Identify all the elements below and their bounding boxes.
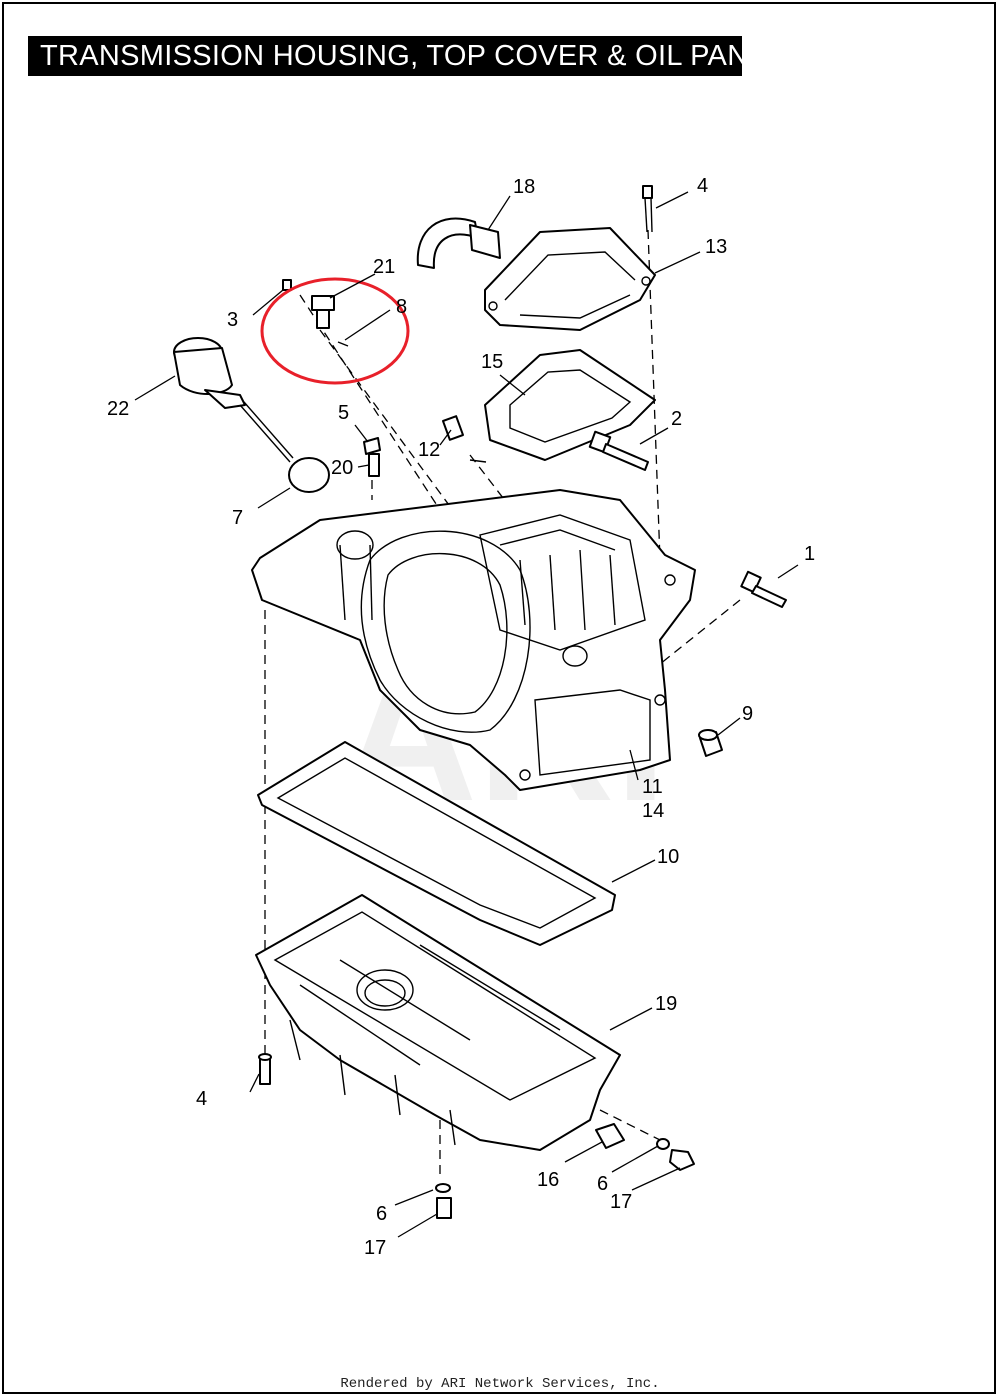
callout-3: 3 bbox=[227, 309, 238, 331]
highlight-circle bbox=[260, 277, 410, 385]
footer-credit: Rendered by ARI Network Services, Inc. bbox=[340, 1376, 660, 1392]
part-screw-top bbox=[642, 185, 653, 233]
callout-labels: 1 2 3 4 4 5 6 6 7 8 9 10 11 12 13 14 15 … bbox=[107, 175, 815, 1259]
part-drain-plug-right bbox=[656, 1138, 695, 1171]
callout-14: 14 bbox=[642, 800, 664, 822]
callout-4-top: 4 bbox=[697, 175, 708, 197]
page-title: TRANSMISSION HOUSING, TOP COVER & OIL PA… bbox=[28, 36, 748, 76]
part-vent-assembly bbox=[282, 279, 349, 347]
part-plug-16 bbox=[595, 1123, 625, 1149]
callout-20: 20 bbox=[331, 457, 353, 479]
part-fitting-5-20 bbox=[363, 437, 381, 477]
callout-11: 11 bbox=[642, 776, 663, 798]
part-sensor-12 bbox=[442, 415, 487, 463]
callout-7: 7 bbox=[232, 507, 243, 529]
callout-4-bottom: 4 bbox=[196, 1088, 207, 1110]
callout-8: 8 bbox=[396, 296, 407, 318]
callout-10: 10 bbox=[657, 846, 679, 868]
part-top-cover bbox=[484, 227, 656, 331]
part-bolt-1 bbox=[740, 570, 787, 608]
callout-16: 16 bbox=[537, 1169, 559, 1191]
callout-6-bottom: 6 bbox=[376, 1203, 387, 1225]
part-bolt-2 bbox=[588, 430, 649, 471]
callout-19: 19 bbox=[655, 993, 677, 1015]
part-drain-plug-bottom bbox=[435, 1183, 452, 1219]
part-o-ring bbox=[288, 457, 330, 493]
callout-6-right: 6 bbox=[597, 1173, 608, 1195]
part-dipstick bbox=[173, 337, 294, 463]
callout-21: 21 bbox=[373, 256, 395, 278]
callout-2: 2 bbox=[671, 408, 682, 430]
callout-9: 9 bbox=[742, 703, 753, 725]
part-dowel bbox=[698, 729, 723, 757]
part-breather-hose bbox=[416, 217, 501, 269]
callout-15: 15 bbox=[481, 351, 503, 373]
callout-18: 18 bbox=[513, 176, 535, 198]
callout-5: 5 bbox=[338, 402, 349, 424]
part-oil-pan bbox=[255, 894, 621, 1151]
callout-22: 22 bbox=[107, 398, 129, 420]
callout-13: 13 bbox=[705, 236, 727, 258]
leader-lines bbox=[134, 191, 799, 1238]
part-screw-bottom bbox=[258, 1053, 272, 1085]
callout-17-right: 17 bbox=[610, 1191, 632, 1213]
callout-12: 12 bbox=[418, 439, 440, 461]
callout-17-bottom: 17 bbox=[364, 1237, 386, 1259]
part-oil-pan-gasket bbox=[257, 741, 616, 946]
callout-1: 1 bbox=[804, 543, 815, 565]
part-transmission-housing bbox=[251, 489, 696, 791]
part-top-gasket bbox=[484, 349, 656, 461]
